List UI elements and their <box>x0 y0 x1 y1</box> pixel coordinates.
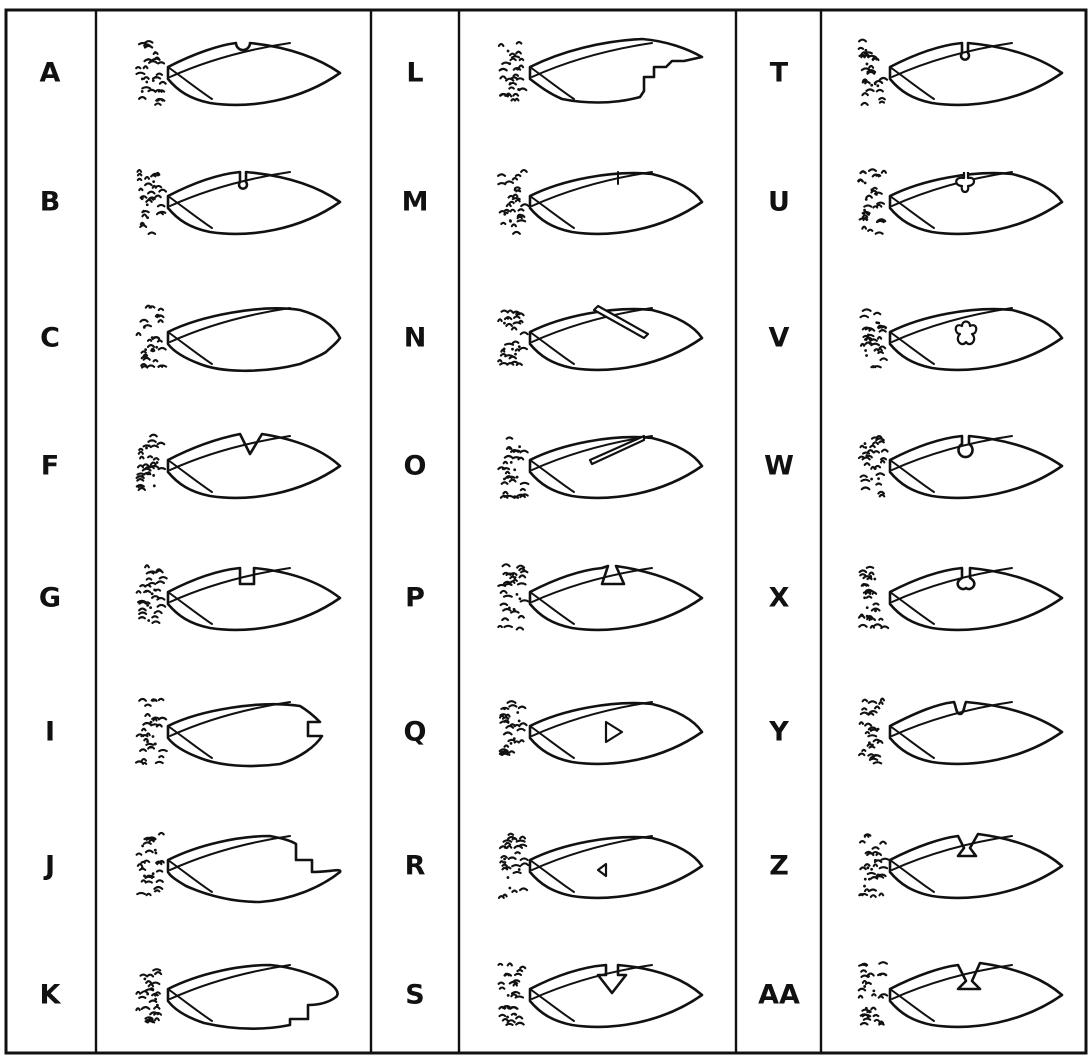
ear-illustration-step-up <box>136 965 337 1029</box>
row-label: Q <box>404 717 427 748</box>
ear-illustration-long-slit <box>498 436 702 498</box>
ear-illustration-small-notch <box>859 699 1062 764</box>
ear-illustration-arrow-notch <box>498 963 702 1026</box>
row-label: F <box>41 451 59 482</box>
row-label: X <box>769 583 790 614</box>
ear-illustration-triangle-notch <box>498 564 702 630</box>
row-label: Z <box>769 851 789 882</box>
row-label: W <box>764 451 794 482</box>
row-label: R <box>405 851 426 882</box>
row-label: N <box>404 323 427 354</box>
row-label: U <box>768 187 790 218</box>
ear-illustration-cross-hole <box>860 308 1062 370</box>
ear-illustration-short-slit <box>498 170 702 234</box>
ear-illustration-slit-bulb <box>859 436 1062 498</box>
ear-illustration-dovetail <box>859 834 1062 898</box>
ear-illustration-keyhole-slit <box>137 170 340 234</box>
ear-illustration-triangle-left <box>499 834 702 898</box>
ear-illustration-v-notch <box>137 434 340 498</box>
ear-illustration-wide-dovetail <box>859 962 1062 1027</box>
row-label: Y <box>768 717 789 748</box>
ear-illustration-tip-notch <box>137 306 340 371</box>
row-label: A <box>40 58 61 89</box>
row-label: I <box>45 717 55 748</box>
ear-illustration-square-notch <box>137 565 340 630</box>
row-label: M <box>402 187 429 218</box>
row-label: J <box>43 851 55 882</box>
ear-illustration-slit-clover <box>858 169 1062 234</box>
row-label: C <box>40 323 60 354</box>
row-label: K <box>40 980 62 1011</box>
row-label: O <box>404 451 427 482</box>
row-label: T <box>770 58 789 89</box>
row-label: S <box>405 980 424 1011</box>
row-label: G <box>39 583 61 614</box>
ear-illustration-triangle-right <box>500 701 702 764</box>
ear-illustration-double-step <box>499 39 702 103</box>
ear-illustration-slit-heart <box>859 567 1062 630</box>
ear-illustration-tip-square-notch <box>136 699 322 766</box>
ear-illustration-round-notch <box>136 41 340 105</box>
ear-illustration-diagonal-slit <box>498 306 702 370</box>
outer-frame <box>6 10 1086 1053</box>
ear-illustration-slit-hole <box>859 40 1062 105</box>
row-label: V <box>769 323 790 354</box>
row-label: B <box>40 187 61 218</box>
row-label: AA <box>758 980 800 1011</box>
ear-illustration-step-down <box>137 833 341 902</box>
row-label: P <box>405 583 425 614</box>
row-label: L <box>406 58 423 89</box>
